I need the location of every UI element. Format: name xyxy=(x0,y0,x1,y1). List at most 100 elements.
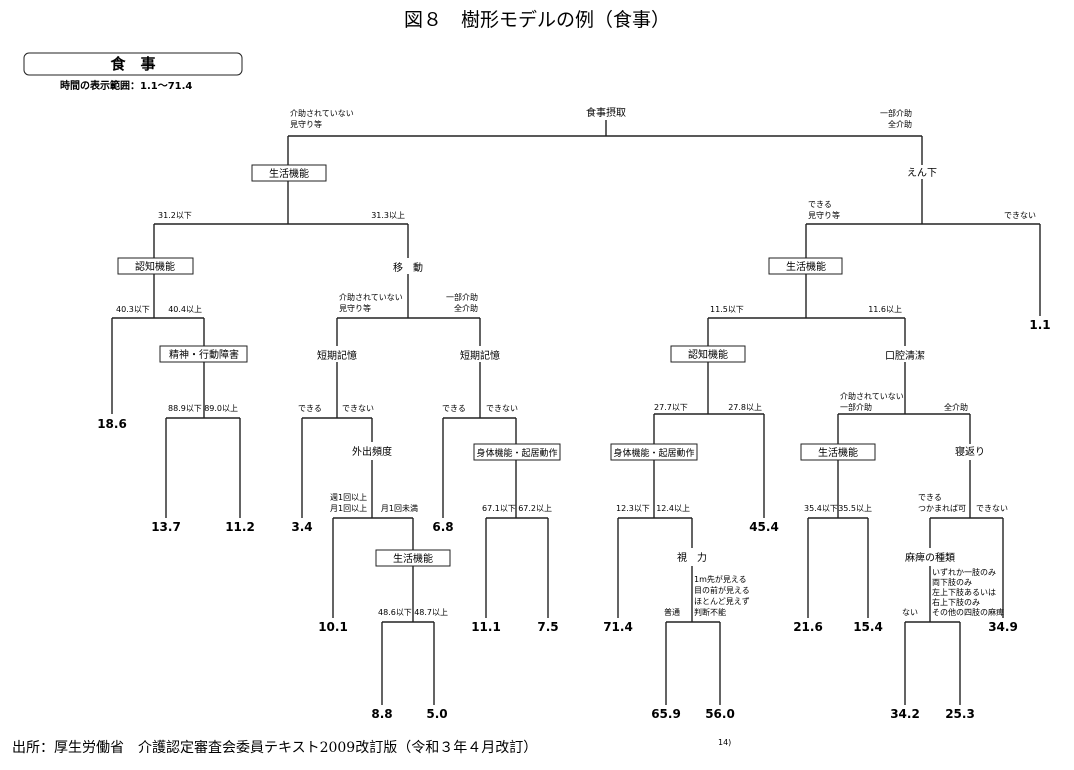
edge-label: 一部介助 xyxy=(446,292,478,302)
edge-label: 11.6以上 xyxy=(868,305,902,314)
leaf-value: 65.9 xyxy=(651,707,681,721)
node-n15: 寝返り xyxy=(955,445,985,458)
edge-label: 介助されていない xyxy=(339,292,403,302)
leaf-value: 15.4 xyxy=(853,620,883,634)
edge-label: 月1回未満 xyxy=(381,503,418,513)
edge-label: 48.7以上 xyxy=(414,608,448,617)
edge-label: 介助されていない xyxy=(290,108,354,118)
edge-label: 40.4以上 xyxy=(168,305,202,314)
edge-label: 11.5以下 xyxy=(710,305,744,314)
edge-label: 見守り等 xyxy=(339,303,371,313)
node-n1: 生活機能 xyxy=(269,167,309,180)
edge-label: できない xyxy=(486,404,518,413)
edge-label: 31.3以上 xyxy=(371,211,405,220)
leaf-value: 5.0 xyxy=(426,707,447,721)
edge-label: できない xyxy=(342,404,374,413)
leaf-value: 34.2 xyxy=(890,707,920,721)
edge-label: 1m先が見える xyxy=(694,574,747,584)
node-n16: 生活機能 xyxy=(393,552,433,565)
edge-label: 右上下肢のみ xyxy=(932,597,980,607)
edge-label: 月1回以上 xyxy=(330,504,367,513)
edge-label: 35.4以下 xyxy=(804,504,838,513)
header-label: 食 事 xyxy=(110,55,155,73)
node-n11: 外出頻度 xyxy=(352,445,392,458)
node-n9: 認知機能 xyxy=(688,348,728,361)
node-box-n5 xyxy=(768,257,843,275)
node-n18: 麻痺の種類 xyxy=(905,551,955,564)
display-range: 時間の表示範囲：1.1〜71.4 xyxy=(60,79,192,92)
edge-label: 67.2以上 xyxy=(518,504,552,513)
leaf-value: 13.7 xyxy=(151,520,181,534)
node-n7: 短期記憶 xyxy=(317,349,357,362)
tree-edges xyxy=(111,120,1041,705)
node-n8: 短期記憶 xyxy=(460,349,500,362)
node-n5: 生活機能 xyxy=(786,260,826,273)
node-n17: 視 力 xyxy=(677,551,707,564)
figure-title: 図８ 樹形モデルの例（食事） xyxy=(404,9,670,31)
header-box xyxy=(23,52,243,76)
node-n14: 生活機能 xyxy=(818,446,858,459)
edge-label: 全介助 xyxy=(888,119,912,129)
source-reference: 14) xyxy=(718,738,731,747)
leaf-value: 21.6 xyxy=(793,620,823,634)
node-box-n13 xyxy=(610,443,698,461)
edge-label: ほとんど見えず xyxy=(694,596,750,606)
node-n6: 精神・行動障害 xyxy=(169,348,239,361)
node-n2: えん下 xyxy=(907,167,937,179)
node-box-n6 xyxy=(159,345,248,363)
edge-label: 判断不能 xyxy=(694,607,726,617)
leaf-value: 1.1 xyxy=(1029,318,1050,332)
leaf-value: 18.6 xyxy=(97,417,127,431)
edge-label: ない xyxy=(902,608,918,617)
edge-label: 見守り等 xyxy=(808,210,840,220)
node-box-n12 xyxy=(473,443,561,461)
edge-label: 89.0以上 xyxy=(204,404,238,413)
edge-label: 67.1以下 xyxy=(482,504,516,513)
edge-label: 35.5以上 xyxy=(838,504,872,513)
edge-label: 普通 xyxy=(664,607,680,617)
edge-label: 88.9以下 xyxy=(168,404,202,413)
edge-label: いずれか一肢のみ xyxy=(932,567,996,577)
edge-label: できない xyxy=(1004,211,1036,220)
edge-label: 目の前が見える xyxy=(694,585,750,595)
edge-label: 左上下肢あるいは xyxy=(932,587,996,597)
node-box-n1 xyxy=(251,164,327,182)
edge-label: 48.6以下 xyxy=(378,608,412,617)
leaf-value: 6.8 xyxy=(432,520,453,534)
edge-label: できる xyxy=(442,404,466,413)
node-n12: 身体機能・起居動作 xyxy=(476,447,557,459)
leaf-value: 8.8 xyxy=(371,707,392,721)
edge-label: できる xyxy=(918,493,942,502)
edge-label: できる xyxy=(808,200,832,209)
leaf-value: 45.4 xyxy=(749,520,779,534)
edge-label: つかまれば可 xyxy=(918,504,966,513)
edge-label: できる xyxy=(298,404,322,413)
source-note: 出所：厚生労働省 介護認定審査会委員テキスト2009改訂版（令和３年４月改訂） xyxy=(12,740,537,756)
leaf-value: 7.5 xyxy=(537,620,558,634)
edge-label: 一部介助 xyxy=(880,108,912,118)
node-n13: 身体機能・起居動作 xyxy=(613,447,694,459)
node-n3: 認知機能 xyxy=(135,260,175,273)
edge-label: 12.3以下 xyxy=(616,504,650,513)
leaf-value: 11.1 xyxy=(471,620,501,634)
edge-label: 27.8以上 xyxy=(728,403,762,412)
leaf-value: 25.3 xyxy=(945,707,975,721)
edge-label: 31.2以下 xyxy=(158,211,192,220)
node-box-n16 xyxy=(375,549,451,567)
edge-label: 介助されていない xyxy=(840,391,904,401)
node-root: 食事摂取 xyxy=(586,106,626,119)
tree-nodes: 食事摂取 生活機能 えん下 認知機能 移 動 生活機能 精神・行動障害 短期記憶… xyxy=(117,106,985,567)
edge-label: 両下肢のみ xyxy=(932,577,972,587)
leaf-value: 10.1 xyxy=(318,620,348,634)
edge-label: できない xyxy=(976,504,1008,513)
edge-label: 40.3以下 xyxy=(116,305,150,314)
leaf-value: 3.4 xyxy=(291,520,312,534)
edge-label: 全介助 xyxy=(944,402,968,412)
edge-labels: 介助されていない 見守り等 一部介助 全介助 31.2以下 31.3以上 できる… xyxy=(116,108,1036,617)
node-n4: 移 動 xyxy=(393,261,423,274)
leaf-value: 11.2 xyxy=(225,520,255,534)
edge-label: 全介助 xyxy=(454,303,478,313)
node-n10: 口腔清潔 xyxy=(885,349,925,362)
node-box-n3 xyxy=(117,257,194,275)
